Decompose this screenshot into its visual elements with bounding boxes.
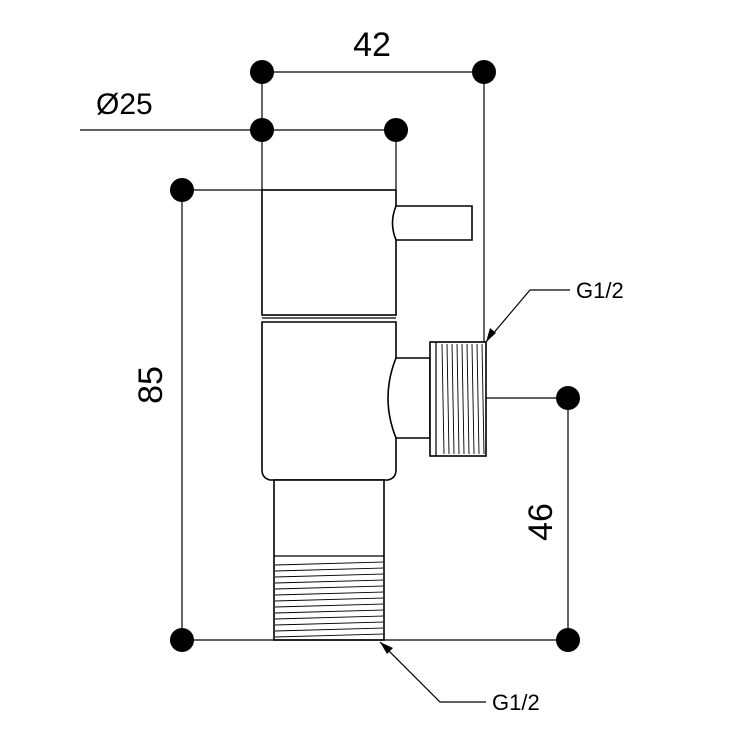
thread-line [274, 615, 384, 620]
valve-cap [261, 189, 397, 316]
thread-line [274, 567, 384, 572]
inlet-thread-lines [274, 561, 384, 638]
valve-main-body [261, 321, 397, 481]
thread-line [446, 343, 450, 455]
thread-line [274, 573, 384, 578]
dim-label-height: 85 [132, 366, 170, 404]
dim-endpoint [250, 60, 274, 84]
valve-body [261, 189, 487, 641]
thread-line [274, 609, 384, 614]
thread-line [441, 343, 445, 455]
outlet-neck [387, 357, 431, 439]
thread-line [274, 621, 384, 626]
thread-line [274, 591, 384, 596]
dim-endpoint [472, 60, 496, 84]
callout-side-thread: G1/2 [485, 278, 624, 343]
thread-line [274, 627, 384, 632]
thread-line [451, 343, 455, 455]
leader-arrow [380, 642, 393, 654]
thread-line [274, 633, 384, 638]
valve-handle [391, 205, 473, 241]
dimension-width-42: 42 [250, 26, 496, 342]
inlet-pipe [273, 479, 385, 641]
outlet-thread-lines [441, 343, 485, 455]
thread-line [471, 343, 475, 455]
thread-line [274, 585, 384, 590]
thread-line [456, 343, 460, 455]
leader-line [485, 289, 570, 343]
dim-label-diameter: Ø25 [96, 88, 153, 121]
dimension-diameter-25: Ø25 [80, 88, 408, 190]
leader-line [379, 641, 486, 703]
thread-line [481, 343, 485, 455]
callout-bottom-thread: G1/2 [379, 641, 540, 715]
dim-label-width: 42 [353, 26, 391, 64]
thread-line [476, 343, 480, 455]
thread-line [274, 597, 384, 602]
dimension-height-46: 46 [486, 386, 580, 652]
dim-endpoint [556, 628, 580, 652]
dim-endpoint [170, 178, 194, 202]
dim-endpoint [556, 386, 580, 410]
dim-endpoint [250, 118, 274, 142]
thread-line [466, 343, 470, 455]
leader-arrow [486, 328, 496, 342]
dim-endpoint [384, 118, 408, 142]
dim-endpoint [170, 628, 194, 652]
thread-line [274, 603, 384, 608]
thread-line [274, 561, 384, 566]
thread-line [274, 579, 384, 584]
thread-line [461, 343, 465, 455]
dimension-height-85: 85 [132, 178, 568, 652]
callout-label-side-thread: G1/2 [576, 278, 624, 303]
dim-label-outlet-height: 46 [522, 503, 560, 541]
callout-label-bottom-thread: G1/2 [492, 690, 540, 715]
